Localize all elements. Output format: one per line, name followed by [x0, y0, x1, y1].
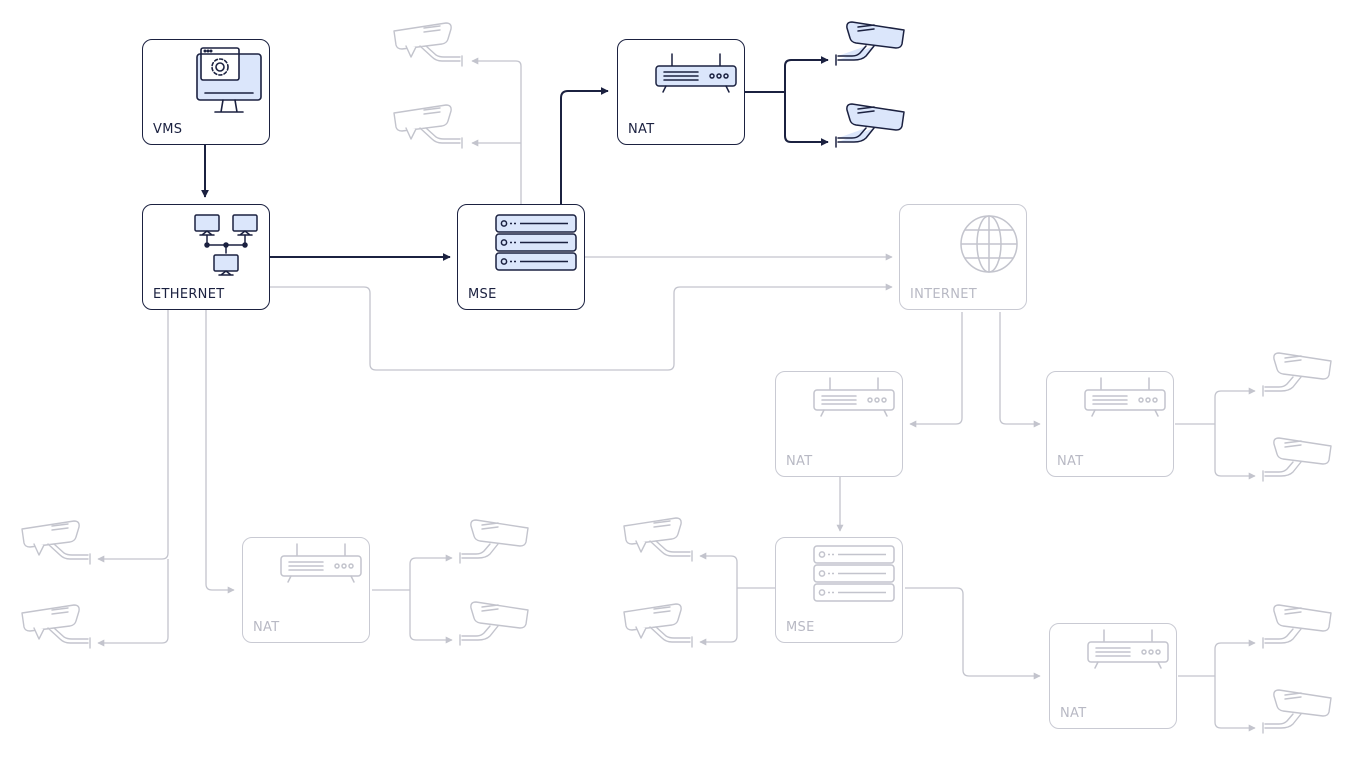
camera-nat-right-2[interactable] [1262, 437, 1332, 482]
internet-node[interactable]: INTERNET [899, 204, 1027, 310]
nat-remote-label: NAT [1060, 706, 1087, 721]
camera-nat-remote-2[interactable] [1262, 689, 1332, 734]
link-mse-remote-camera-2 [699, 588, 738, 646]
link-nat-remote-camera-2 [1214, 676, 1256, 732]
mse-main-label: MSE [468, 287, 497, 302]
camera-mse-main-1[interactable] [393, 22, 463, 67]
camera-nat-remote-1[interactable] [1262, 604, 1332, 649]
nat-top-label: NAT [628, 122, 655, 137]
camera-mse-remote-1[interactable] [623, 517, 693, 562]
link-mse-remote-camera-1 [699, 552, 775, 589]
nat-internet-right-label: NAT [1057, 454, 1084, 469]
nat-internet-left-node[interactable]: NAT [775, 371, 903, 477]
camera-ethernet-1[interactable] [21, 520, 91, 565]
link-ethernet-internet [270, 283, 893, 371]
link-ethernet-nat-lan [205, 310, 235, 594]
ethernet-label: ETHERNET [153, 287, 225, 302]
nat-remote-node[interactable]: NAT [1049, 623, 1177, 729]
vms-label: VMS [153, 122, 183, 137]
nat-internet-right-node[interactable]: NAT [1046, 371, 1174, 477]
router-icon [655, 53, 737, 93]
network-icon [194, 214, 258, 276]
ethernet-node[interactable]: ETHERNET [142, 204, 270, 310]
camera-nat-top-1[interactable] [835, 21, 905, 66]
link-nat-lan-camera-1 [372, 554, 453, 591]
link-ethernet-camera-2 [97, 559, 169, 647]
link-nat-remote-camera-1 [1178, 639, 1256, 677]
camera-mse-remote-2[interactable] [623, 603, 693, 648]
router-icon [1084, 377, 1166, 417]
server-rack-icon [495, 214, 577, 271]
link-nat-lan-camera-2 [409, 590, 453, 644]
link-mse-remote-nat-remote [905, 587, 1041, 680]
mse-remote-label: MSE [786, 620, 815, 635]
link-mse-camera-1 [471, 57, 522, 205]
monitor-gear-icon [196, 47, 262, 113]
camera-mse-main-2[interactable] [393, 104, 463, 149]
link-nat-top-camera-2 [784, 92, 829, 146]
router-icon [813, 377, 895, 417]
router-icon [1087, 629, 1169, 669]
camera-nat-lan-2[interactable] [459, 601, 529, 646]
link-ethernet-camera-1 [97, 310, 169, 563]
link-internet-nat-right [999, 312, 1041, 428]
globe-icon [960, 215, 1018, 273]
link-nat-right-camera-2 [1214, 424, 1256, 480]
internet-label: INTERNET [910, 287, 978, 302]
camera-nat-lan-1[interactable] [459, 519, 529, 564]
vms-node[interactable]: VMS [142, 39, 270, 145]
link-nat-top-camera-1 [745, 56, 829, 93]
camera-ethernet-2[interactable] [21, 604, 91, 649]
camera-nat-top-2[interactable] [835, 103, 905, 148]
nat-internet-left-label: NAT [786, 454, 813, 469]
camera-nat-right-1[interactable] [1262, 352, 1332, 397]
router-icon [280, 543, 362, 583]
mse-main-node[interactable]: MSE [457, 204, 585, 310]
server-rack-icon [813, 545, 895, 602]
link-internet-nat-left [909, 312, 963, 428]
link-mse-nat-top [560, 87, 609, 205]
mse-remote-node[interactable]: MSE [775, 537, 903, 643]
link-nat-right-camera-1 [1175, 387, 1256, 425]
nat-lan-node[interactable]: NAT [242, 537, 370, 643]
nat-lan-label: NAT [253, 620, 280, 635]
nat-top-node[interactable]: NAT [617, 39, 745, 145]
